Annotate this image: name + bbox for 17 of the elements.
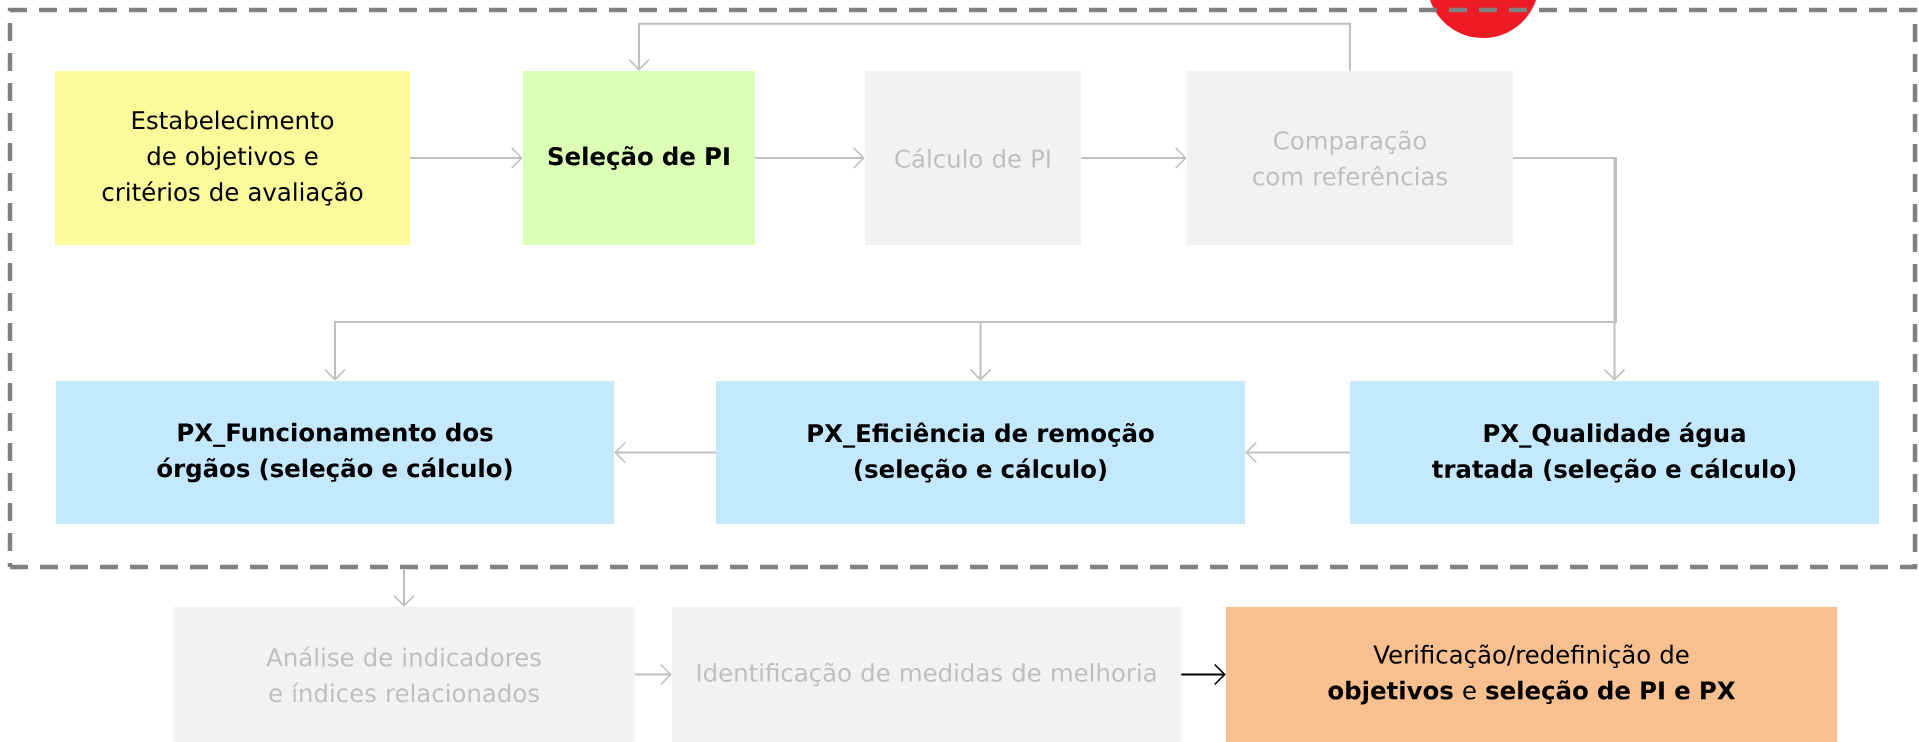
process-box: PX_Qualidade água tratada (seleção e cálculo) — [1350, 381, 1879, 524]
arrow — [614, 441, 717, 464]
arrow — [1245, 441, 1351, 464]
process-box: Verificação/redefinição de objetivos e seleção de PI e PX — [1226, 607, 1837, 742]
arrow — [754, 147, 865, 169]
arrow — [393, 568, 415, 607]
process-box: PX_Funcionamento dos órgãos (seleção e cálculo) — [56, 381, 614, 524]
process-box: Estabelecimento de objetivos e critérios de avaliação — [55, 71, 410, 245]
arrow — [409, 147, 523, 169]
arrow — [1180, 663, 1226, 686]
arrow — [1080, 147, 1187, 169]
arrow — [634, 663, 672, 686]
arrow — [324, 157, 1617, 381]
group-frame — [7, 7, 1918, 570]
arrow — [628, 22, 1351, 72]
process-box: PX_Eficiência de remoção (seleção e cálculo) — [716, 381, 1245, 524]
process-box: Seleção de PI — [523, 71, 755, 245]
